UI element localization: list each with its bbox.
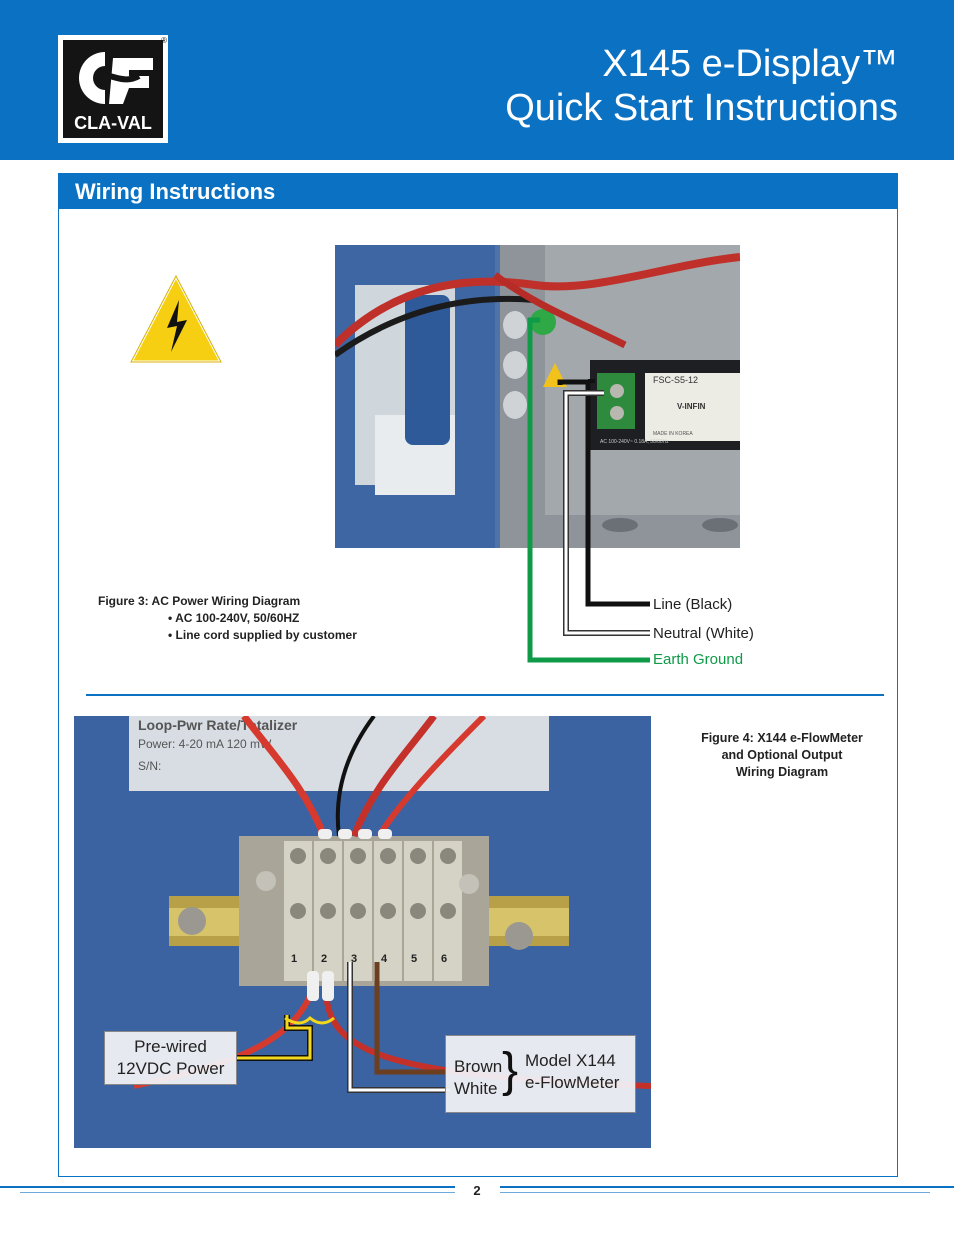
terminal-6: 6	[441, 953, 447, 965]
photo1-made-text: MADE IN KOREA	[653, 431, 693, 437]
right-brace-icon: }	[502, 1044, 519, 1097]
figure3-title: Figure 3: AC Power Wiring Diagram	[98, 594, 301, 608]
footer-rule-left	[0, 1186, 455, 1188]
logo-text: CLA-VAL	[74, 113, 152, 133]
figure4-caption-line-3: Wiring Diagram	[735, 765, 829, 779]
line-black-label: Line (Black)	[653, 596, 733, 613]
footer-rule-right-thin	[500, 1192, 930, 1193]
neutral-white-label: Neutral (White)	[653, 625, 754, 642]
prewired-power-box: Pre-wired 12VDC Power	[104, 1031, 237, 1085]
figure4-caption: Figure 4: X144 e-FlowMeter and Optional …	[682, 730, 882, 781]
figure4-caption-line-1: Figure 4: X144 e-FlowMeter	[701, 731, 863, 745]
electrical-hazard-icon	[129, 274, 223, 364]
terminal-4: 4	[381, 953, 388, 965]
photo1-model-text: FSC-S5-12	[653, 375, 698, 385]
ac-power-photo: FSC-S5-12 V-INFIN MADE IN KOREA AC 100-2…	[335, 245, 740, 548]
photo2-label-title: Loop-Pwr Rate/Totalizer	[138, 717, 298, 733]
figure3-caption: Figure 3: AC Power Wiring Diagram • AC 1…	[98, 593, 357, 644]
page-number: 2	[473, 1183, 481, 1198]
wire-colors: Brown White	[454, 1056, 502, 1100]
page-title: X145 e-Display™ Quick Start Instructions	[505, 42, 898, 130]
terminal-3: 3	[351, 953, 357, 965]
white-label: White	[454, 1079, 498, 1098]
photo1-brand-text: V-INFIN	[677, 402, 706, 411]
figure3-bullet-1: • AC 100-240V, 50/60HZ	[168, 611, 300, 625]
terminal-5: 5	[411, 953, 417, 965]
power-12vdc-label: 12VDC Power	[116, 1059, 225, 1078]
terminal-2: 2	[321, 953, 327, 965]
e-flowmeter-label: e-FlowMeter	[525, 1073, 620, 1092]
footer-rule-right	[500, 1186, 954, 1188]
model-label: Model X144 e-FlowMeter	[525, 1050, 619, 1094]
registered-mark: ®	[161, 36, 167, 45]
figure4-caption-line-2: and Optional Output	[721, 748, 843, 762]
photo1-spec-text: AC 100-240V~ 0.18A, 50/60Hz	[600, 439, 669, 445]
earth-ground-label: Earth Ground	[653, 651, 744, 668]
photo2-label-sn: S/N:	[138, 759, 161, 773]
photo2-label-power: Power: 4-20 mA 120 mW	[138, 737, 272, 751]
prewired-label: Pre-wired	[134, 1037, 207, 1056]
cla-val-logo: CLA-VAL ®	[58, 35, 168, 143]
section-title: Wiring Instructions	[59, 174, 897, 209]
page-header: CLA-VAL ® X145 e-Display™ Quick Start In…	[0, 0, 954, 160]
section-divider	[86, 694, 884, 696]
footer-rule-left-thin	[20, 1192, 455, 1193]
model-x144-label: Model X144	[525, 1051, 616, 1070]
terminal-1: 1	[291, 953, 297, 965]
brown-label: Brown	[454, 1057, 503, 1076]
wiring-section: Wiring Instructions	[58, 173, 898, 1177]
figure3-bullet-2: • Line cord supplied by customer	[168, 628, 357, 642]
title-line-2: Quick Start Instructions	[505, 87, 898, 129]
title-line-1: X145 e-Display™	[602, 43, 898, 85]
flowmeter-wires-box: Brown White } Model X144 e-FlowMeter	[445, 1035, 636, 1113]
cla-val-mark-icon	[79, 52, 153, 104]
